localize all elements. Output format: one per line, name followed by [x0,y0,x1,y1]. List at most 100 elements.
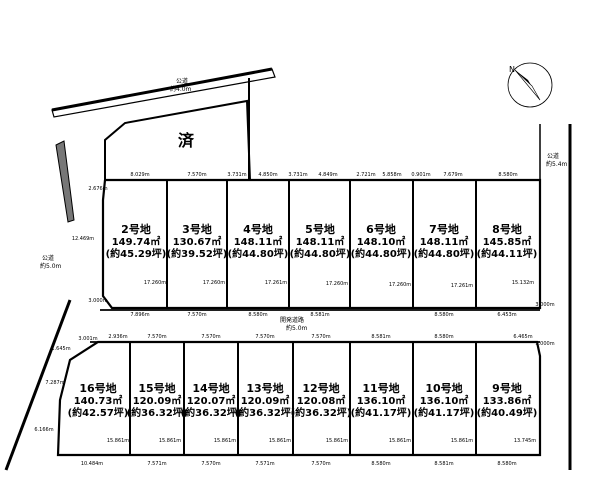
development-road-width: 約5.0m [286,324,308,332]
svg-text:7.570m: 7.570m [187,312,206,318]
svg-text:130.67㎡: 130.67㎡ [173,235,222,248]
lot-7: 7号地 148.11㎡ (約44.80坪) [414,222,475,260]
svg-text:8.580m: 8.580m [248,312,267,318]
svg-text:3.731m: 3.731m [227,172,246,178]
svg-text:12号地: 12号地 [302,381,339,395]
svg-text:(約44.80坪): (約44.80坪) [351,247,412,260]
svg-text:(約36.32坪): (約36.32坪) [181,406,242,419]
svg-text:11号地: 11号地 [362,381,399,395]
svg-text:140.73㎡: 140.73㎡ [74,394,123,407]
svg-text:120.09㎡: 120.09㎡ [241,394,290,407]
lot-3: 3号地 130.67㎡ (約39.52坪) [167,222,228,260]
svg-text:7.896m: 7.896m [130,312,149,318]
svg-text:(約44.80坪): (約44.80坪) [228,247,289,260]
lot-8: 8号地 145.85㎡ (約44.11坪) [477,222,538,260]
svg-text:3.001m: 3.001m [78,336,97,342]
lot-16: 16号地 140.73㎡ (約42.57坪) [68,381,129,419]
lot-4: 4号地 148.11㎡ (約44.80坪) [228,222,289,260]
svg-text:9号地: 9号地 [492,381,522,395]
svg-text:(約36.32坪): (約36.32坪) [235,406,296,419]
lot-6: 6号地 148.10㎡ (約44.80坪) [351,222,412,260]
upper-lot-labels: 2号地 149.74㎡ (約45.29坪) 3号地 130.67㎡ (約39.5… [106,222,538,260]
svg-text:148.11㎡: 148.11㎡ [420,235,469,248]
svg-text:(約41.17坪): (約41.17坪) [351,406,412,419]
svg-text:7.570m: 7.570m [147,334,166,340]
left-waterway [55,140,75,223]
svg-text:7.570m: 7.570m [311,461,330,467]
svg-text:8.581m: 8.581m [371,334,390,340]
svg-text:17.261m: 17.261m [451,283,473,289]
development-road-label: 開発道路 [280,316,304,324]
svg-text:120.07㎡: 120.07㎡ [187,394,236,407]
upper-lot-dividers [166,180,477,308]
svg-text:7.287m: 7.287m [45,380,64,386]
svg-text:149.74㎡: 149.74㎡ [112,235,161,248]
svg-text:8.581m: 8.581m [310,312,329,318]
svg-text:(約39.52坪): (約39.52坪) [167,247,228,260]
svg-text:8.580m: 8.580m [434,334,453,340]
svg-text:148.10㎡: 148.10㎡ [357,235,406,248]
svg-text:8.580m: 8.580m [371,461,390,467]
svg-text:145.85㎡: 145.85㎡ [483,235,532,248]
svg-text:8.580m: 8.580m [497,461,516,467]
left-road-line [4,299,72,471]
svg-text:1.645m: 1.645m [51,346,70,352]
svg-text:0.901m: 0.901m [411,172,430,178]
svg-text:7.570m: 7.570m [201,334,220,340]
svg-text:136.10㎡: 136.10㎡ [357,394,406,407]
svg-text:17.260m: 17.260m [326,281,348,287]
svg-text:16号地: 16号地 [79,381,116,395]
svg-text:10号地: 10号地 [425,381,462,395]
lot-12: 12号地 120.08㎡ (約36.32坪) [291,381,352,419]
left-road-label: 公道 [42,254,54,262]
svg-text:(約41.17坪): (約41.17坪) [414,406,475,419]
svg-text:(約45.29坪): (約45.29坪) [106,247,167,260]
svg-text:6.453m: 6.453m [497,312,516,318]
north-arrow: N [507,62,553,108]
lower-lot-labels: 16号地 140.73㎡ (約42.57坪) 15号地 120.09㎡ (約36… [68,381,538,419]
svg-text:3.000m: 3.000m [535,302,554,308]
svg-text:15.861m: 15.861m [269,438,291,444]
svg-text:(約42.57坪): (約42.57坪) [68,406,129,419]
svg-text:8.580m: 8.580m [434,312,453,318]
road-line [51,67,273,112]
svg-text:3.000m: 3.000m [88,298,107,304]
svg-text:2.936m: 2.936m [108,334,127,340]
lot-2: 2号地 149.74㎡ (約45.29坪) [106,222,167,260]
top-road-width: 約4.0m [170,85,192,93]
svg-text:148.11㎡: 148.11㎡ [296,235,345,248]
left-road-width: 約5.0m [40,262,62,270]
svg-text:15.132m: 15.132m [512,280,534,286]
svg-text:15.861m: 15.861m [159,438,181,444]
svg-text:3.000m: 3.000m [535,341,554,347]
svg-text:2.676m: 2.676m [88,186,107,192]
svg-text:7.570m: 7.570m [255,334,274,340]
svg-text:17.261m: 17.261m [265,280,287,286]
svg-text:15号地: 15号地 [138,381,175,395]
svg-text:(約36.32坪): (約36.32坪) [127,406,188,419]
svg-text:7号地: 7号地 [429,222,459,236]
svg-text:4.850m: 4.850m [258,172,277,178]
svg-text:15.861m: 15.861m [451,438,473,444]
svg-text:8.029m: 8.029m [130,172,149,178]
svg-text:6.465m: 6.465m [513,334,532,340]
svg-text:12.469m: 12.469m [72,236,94,242]
svg-text:3号地: 3号地 [182,222,212,236]
svg-text:15.861m: 15.861m [389,438,411,444]
top-road-label: 公道 [176,77,188,85]
lot-9: 9号地 133.86㎡ (約40.49坪) [477,381,538,419]
svg-text:120.08㎡: 120.08㎡ [297,394,346,407]
svg-text:7.570m: 7.570m [201,461,220,467]
svg-text:148.11㎡: 148.11㎡ [234,235,283,248]
svg-text:13号地: 13号地 [246,381,283,395]
svg-text:7.571m: 7.571m [147,461,166,467]
lower-block-outline [56,340,542,457]
svg-text:4.849m: 4.849m [318,172,337,178]
lower-lot-dividers [129,342,477,455]
svg-text:14号地: 14号地 [192,381,229,395]
svg-text:(約44.80坪): (約44.80坪) [414,247,475,260]
svg-text:5号地: 5号地 [305,222,335,236]
svg-text:(約40.49坪): (約40.49坪) [477,406,538,419]
svg-text:7.571m: 7.571m [255,461,274,467]
svg-text:7.570m: 7.570m [187,172,206,178]
